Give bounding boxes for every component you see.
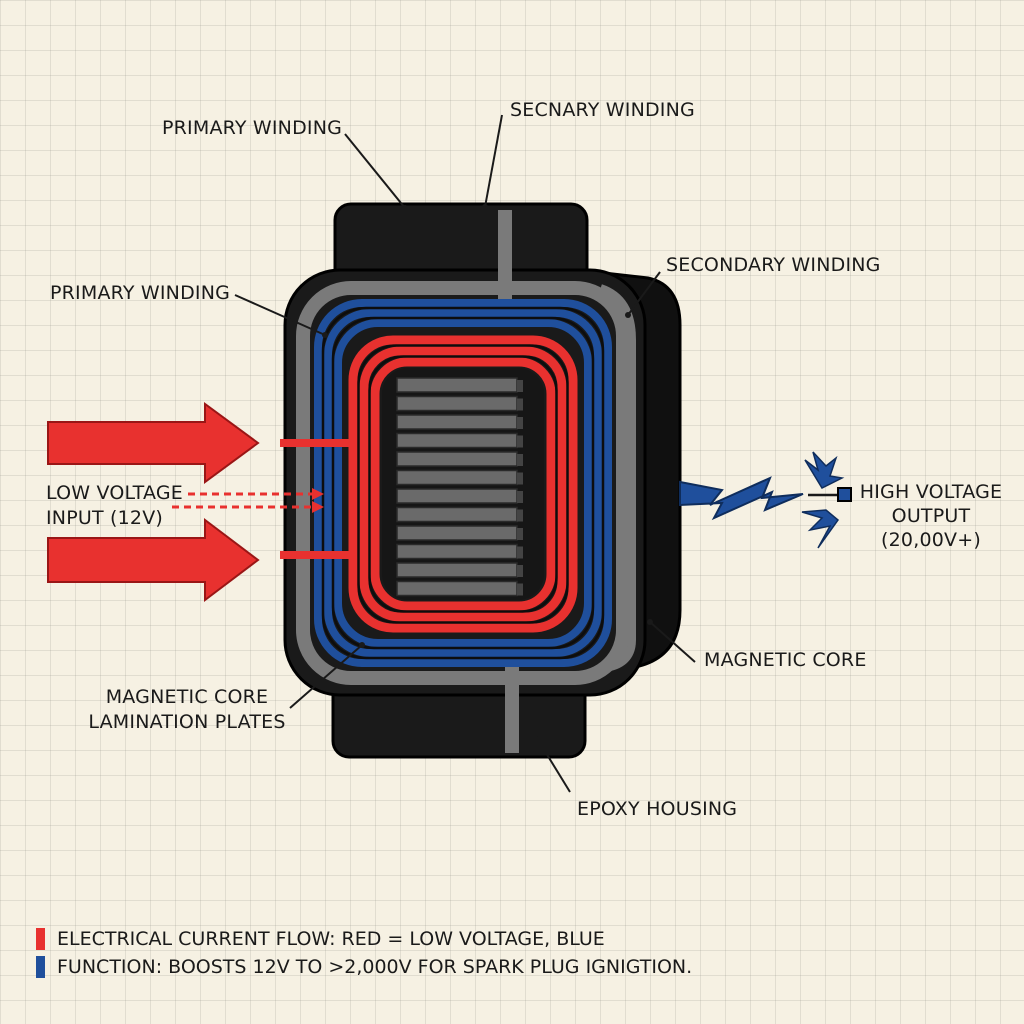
- core-frame: [296, 281, 630, 685]
- lamination-plate: [396, 469, 518, 486]
- lamination-plate: [396, 562, 518, 578]
- input-arrow-upper: [47, 402, 260, 484]
- lamination-plate-edge: [517, 509, 523, 522]
- input-arrow-lower: [47, 517, 260, 603]
- lamination-plate-edge: [517, 417, 523, 429]
- secondary-winding-coil: [314, 299, 612, 667]
- legend-current-flow: ELECTRICAL CURRENT FLOW: RED = LOW VOLTA…: [36, 928, 605, 950]
- input-lead-lower: [280, 551, 352, 559]
- label-secondary-winding-top: SECNARY WINDING: [510, 99, 695, 121]
- lamination-plate: [396, 543, 518, 560]
- lamination-plate-edge: [517, 583, 523, 596]
- label-lamination-plates: LAMINATION PLATES: [88, 711, 286, 733]
- label-low-voltage-title: LOW VOLTAGE: [46, 482, 183, 504]
- lamination-plate: [396, 432, 518, 449]
- label-primary-winding-top: PRIMARY WINDING: [162, 117, 343, 139]
- label-secondary-winding-right: SECONDARY WINDING: [666, 254, 881, 276]
- legend-line-2: FUNCTION: BOOSTS 12V TO >2,000V FOR SPAR…: [57, 956, 693, 978]
- lamination-plate-edge: [517, 528, 523, 540]
- lamination-plate-edge: [517, 435, 523, 448]
- legend-function: FUNCTION: BOOSTS 12V TO >2,000V FOR SPAR…: [36, 956, 692, 978]
- high-voltage-output-bolt: [679, 476, 804, 521]
- leader-lamination: [289, 644, 363, 709]
- output-terminal: [837, 487, 852, 502]
- leader-epoxy: [534, 734, 571, 793]
- housing-seam-top: [498, 210, 512, 300]
- lamination-plate: [396, 451, 518, 467]
- label-high-voltage-output: OUTPUT: [891, 505, 971, 527]
- label-lamination-title: MAGNETIC CORE: [105, 686, 269, 708]
- legend-red-swatch: [36, 928, 45, 950]
- lamination-plate-edge: [517, 565, 523, 577]
- lamination-plates: [396, 377, 523, 597]
- leader-magnetic-core: [649, 621, 696, 663]
- lamination-plate: [396, 506, 518, 523]
- label-high-voltage-title: HIGH VOLTAGE: [859, 481, 1003, 503]
- lamination-plate-edge: [517, 472, 523, 485]
- lamination-plate-edge: [517, 398, 523, 411]
- lamination-plate-edge: [517, 380, 523, 392]
- lamination-plate: [396, 525, 518, 541]
- leader-secondary-top: [484, 114, 503, 208]
- primary-winding-coil: [348, 335, 578, 633]
- legend-line-1: ELECTRICAL CURRENT FLOW: RED = LOW VOLTA…: [57, 928, 605, 950]
- leader-primary-left: [234, 294, 326, 336]
- legend-blue-swatch: [36, 956, 45, 978]
- label-epoxy-housing: EPOXY HOUSING: [577, 798, 738, 820]
- lamination-plate-edge: [517, 454, 523, 466]
- lamination-plate-edge: [517, 491, 523, 503]
- leader-secondary-right: [627, 271, 661, 316]
- lamination-plate: [396, 414, 518, 430]
- lamination-plate: [396, 395, 518, 412]
- leader-primary-top: [344, 133, 406, 209]
- lamination-plate: [396, 580, 518, 597]
- housing-seam-bottom: [505, 665, 519, 753]
- lamination-plate: [396, 377, 518, 393]
- spark-bottom: [801, 509, 840, 549]
- current-flow-dashed-arrows: [172, 492, 312, 509]
- lamination-plate: [396, 488, 518, 504]
- label-primary-winding-left: PRIMARY WINDING: [50, 282, 231, 304]
- input-lead-upper: [280, 439, 352, 447]
- lamination-plate-edge: [517, 546, 523, 559]
- spark-top: [804, 451, 845, 489]
- label-high-voltage-value: (20,00V+): [881, 529, 981, 551]
- label-magnetic-core: MAGNETIC CORE: [704, 649, 867, 671]
- label-low-voltage-value: INPUT (12V): [46, 507, 164, 529]
